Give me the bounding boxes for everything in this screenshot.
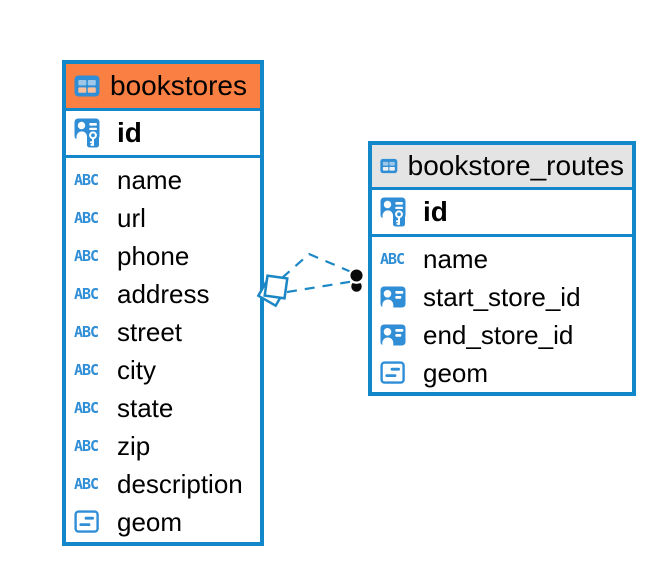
- column-label: end_store_id: [423, 319, 574, 350]
- column-label: id: [117, 117, 142, 148]
- column-row-routes-geom[interactable]: geom: [372, 354, 632, 392]
- column-label: name: [117, 164, 183, 195]
- column-label: start_store_id: [423, 281, 581, 312]
- column-row-bookstores-zip[interactable]: ABC zip: [66, 427, 260, 465]
- column-row-bookstores-url[interactable]: ABC url: [66, 199, 260, 237]
- column-label: description: [117, 468, 243, 499]
- relationship-dot-marker[interactable]: [348, 267, 365, 295]
- column-row-routes-start-store-id[interactable]: start_store_id: [372, 278, 632, 316]
- text-column-icon: ABC: [74, 361, 99, 379]
- text-column-icon: ABC: [74, 247, 99, 265]
- column-row-routes-id[interactable]: id: [372, 190, 632, 237]
- column-row-bookstores-state[interactable]: ABC state: [66, 389, 260, 427]
- column-label: url: [117, 202, 146, 233]
- column-label: street: [117, 316, 183, 347]
- table-title: bookstore_routes: [407, 150, 624, 181]
- column-row-routes-end-store-id[interactable]: end_store_id: [372, 316, 632, 354]
- primary-key-icon: [74, 118, 100, 148]
- text-column-icon: ABC: [74, 475, 99, 493]
- column-row-bookstores-phone[interactable]: ABC phone: [66, 237, 260, 275]
- column-row-routes-name[interactable]: ABC name: [372, 240, 632, 278]
- column-row-bookstores-description[interactable]: ABC description: [66, 465, 260, 503]
- foreign-key-icon: [380, 286, 406, 308]
- primary-key-icon: [380, 197, 406, 227]
- column-label: id: [423, 196, 448, 227]
- foreign-key-icon: [380, 324, 406, 346]
- column-label: name: [423, 243, 489, 274]
- relationship-line-end-store-id[interactable]: [286, 279, 356, 294]
- column-row-bookstores-name[interactable]: ABC name: [66, 161, 260, 199]
- geometry-column-icon: [380, 361, 405, 384]
- column-row-bookstores-id[interactable]: id: [66, 111, 260, 158]
- column-label: geom: [423, 357, 489, 388]
- column-row-bookstores-address[interactable]: ABC address: [66, 275, 260, 313]
- entity-bookstores[interactable]: bookstores id A: [62, 60, 264, 546]
- table-header-bookstore-routes[interactable]: bookstore_routes: [372, 145, 632, 190]
- column-list-bookstores: ABC name ABC url ABC phone ABC address A…: [66, 158, 260, 541]
- text-column-icon: ABC: [74, 437, 99, 455]
- text-column-icon: ABC: [74, 323, 99, 341]
- table-header-bookstores[interactable]: bookstores: [66, 64, 260, 111]
- column-label: phone: [117, 240, 190, 271]
- column-label: city: [117, 354, 156, 385]
- column-list-routes: ABC name start_store_id: [372, 237, 632, 392]
- table-title: bookstores: [110, 70, 247, 101]
- text-column-icon: ABC: [74, 285, 99, 303]
- column-row-bookstores-city[interactable]: ABC city: [66, 351, 260, 389]
- column-label: address: [117, 278, 210, 309]
- column-row-bookstores-street[interactable]: ABC street: [66, 313, 260, 351]
- column-row-bookstores-geom[interactable]: geom: [66, 503, 260, 541]
- table-icon: [74, 75, 100, 97]
- text-column-icon: ABC: [74, 209, 99, 227]
- column-label: state: [117, 392, 174, 423]
- text-column-icon: ABC: [380, 250, 405, 268]
- column-label: zip: [117, 430, 151, 461]
- relationship-line-start-store-id[interactable]: [281, 252, 357, 279]
- table-icon: [380, 158, 398, 174]
- geometry-column-icon: [74, 510, 99, 533]
- entity-bookstore-routes[interactable]: bookstore_routes id: [368, 141, 636, 396]
- text-column-icon: ABC: [74, 171, 99, 189]
- column-label: geom: [117, 506, 183, 537]
- text-column-icon: ABC: [74, 399, 99, 417]
